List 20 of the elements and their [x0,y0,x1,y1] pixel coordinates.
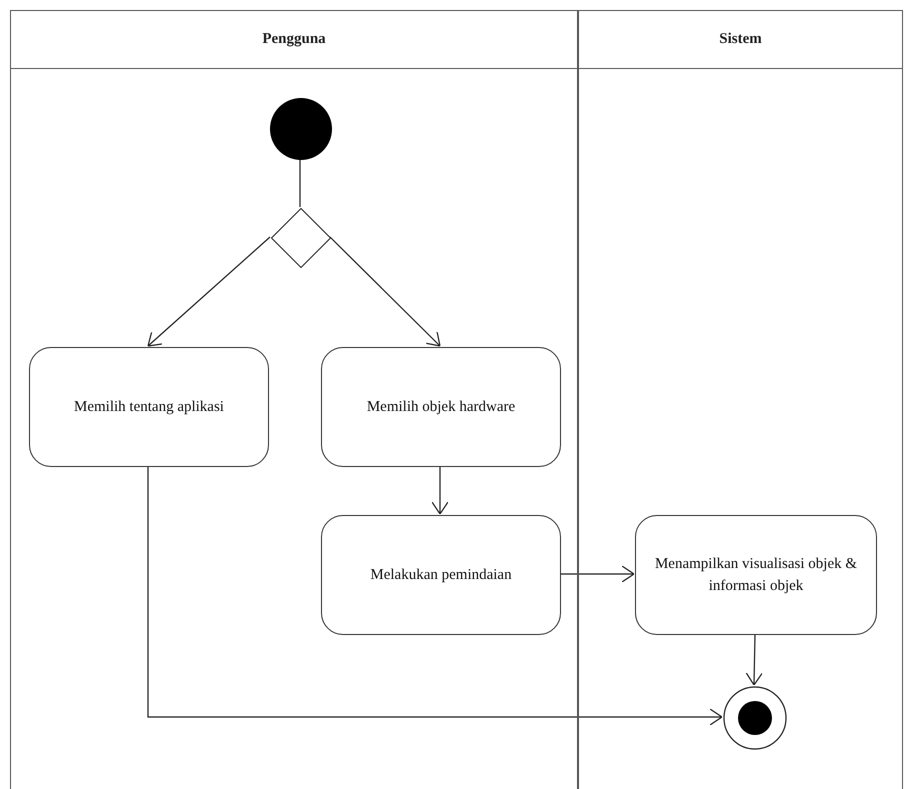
swimlane [578,10,903,789]
final-node [723,686,787,750]
arrow [431,466,449,515]
swimlane [10,10,578,789]
decision-diamond [271,208,331,268]
lane-header: Sistem [579,11,902,69]
activity-label: Memilih tentang aplikasi [74,398,224,417]
activity-box [321,347,561,467]
activity-box [29,347,269,467]
arrow [330,236,441,347]
activity-label: Melakukan pemindaian [370,566,512,585]
arrow [560,565,635,583]
activity-label: Menampilkan visualisasi objek & informasi objek [654,555,858,596]
arrow [147,466,723,726]
activity-label: Memilih objek hardware [366,398,516,417]
arrow [746,634,763,686]
activity-box [321,515,561,635]
activity-box [635,515,877,635]
lane-header: Pengguna [11,11,577,69]
arrow [147,236,270,347]
